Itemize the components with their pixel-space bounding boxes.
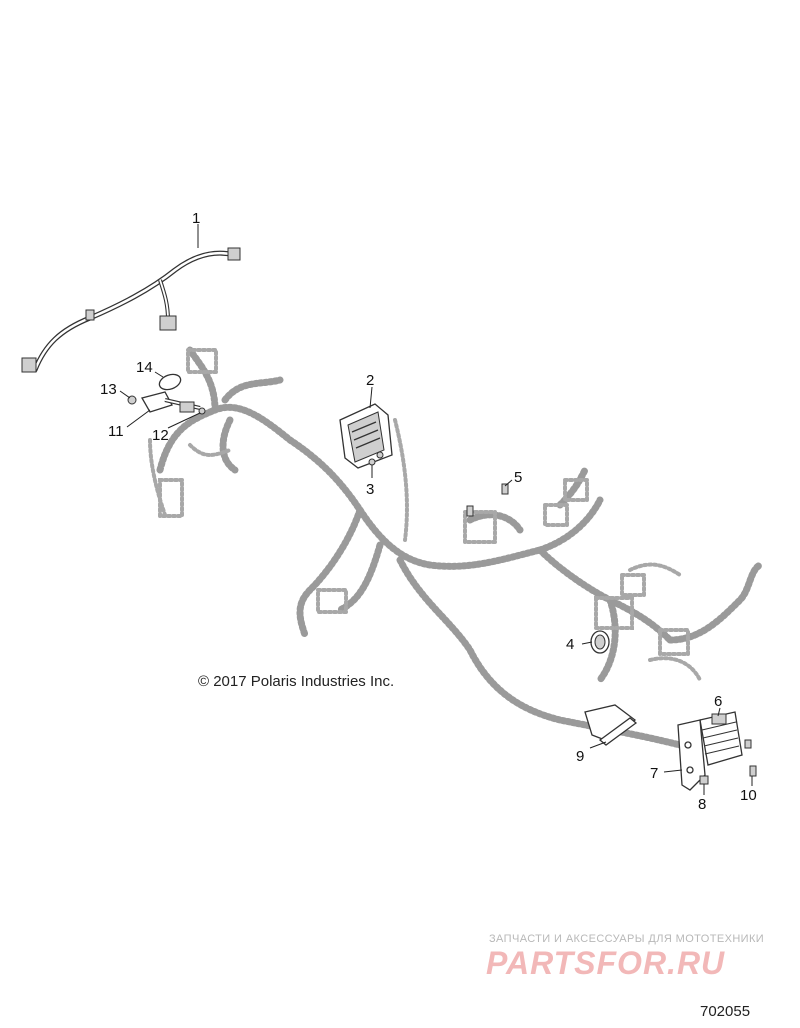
gasket-part-9: [584, 704, 638, 746]
regulator-part-6: [699, 711, 743, 766]
callout-labels: 1 2 3 4 5 6 7 8 9 10 11 12 13 14: [100, 210, 757, 813]
watermark-logo: PARTSFOR.RU: [486, 945, 726, 981]
diagram-number: 702055: [700, 1003, 751, 1020]
callout-2: 2: [366, 372, 374, 389]
callout-9: 9: [576, 748, 584, 765]
callout-5: 5: [514, 469, 522, 486]
callout-10: 10: [740, 787, 757, 804]
callout-7: 7: [650, 765, 658, 782]
callout-13: 13: [100, 381, 117, 398]
callout-11: 11: [108, 423, 124, 440]
bolt-part-8: [699, 775, 709, 785]
callout-4: 4: [566, 636, 574, 653]
sensor-part-11: [141, 391, 201, 413]
main-harness-ghost: [148, 346, 764, 749]
leader-lines: [119, 224, 753, 795]
callout-12: 12: [152, 427, 169, 444]
screw-part-10: [744, 739, 757, 777]
ecu-module-part-2: [339, 403, 393, 469]
clip-part-12: [198, 407, 206, 415]
harness-part-1: [21, 247, 241, 373]
callout-14: 14: [136, 359, 153, 376]
callout-1: 1: [192, 210, 200, 227]
oring-part-14: [158, 373, 182, 391]
callout-6: 6: [714, 693, 722, 710]
screw-part-3: [368, 451, 384, 466]
watermark-tagline: ЗАПЧАСТИ И АКСЕССУАРЫ ДЛЯ МОТОТЕХНИКИ: [489, 933, 765, 945]
callout-8: 8: [698, 796, 706, 813]
grommet-part-4: [590, 630, 610, 654]
fastener-part-5: [466, 483, 509, 517]
bracket-part-7: [677, 719, 706, 791]
callout-3: 3: [366, 481, 374, 498]
copyright-notice: © 2017 Polaris Industries Inc.: [198, 673, 395, 690]
